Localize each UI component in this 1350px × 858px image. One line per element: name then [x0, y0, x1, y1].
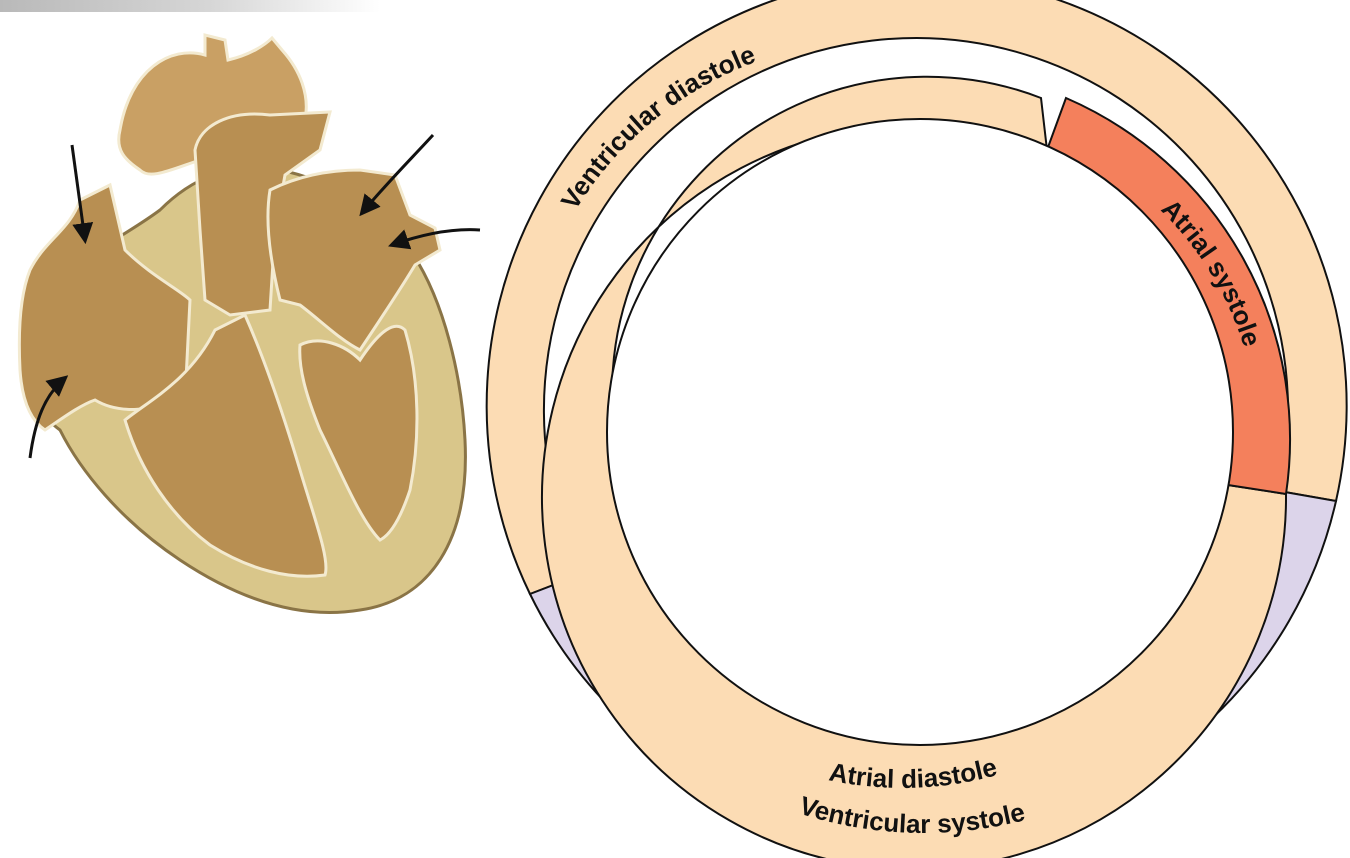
cycle-center: [607, 119, 1233, 745]
